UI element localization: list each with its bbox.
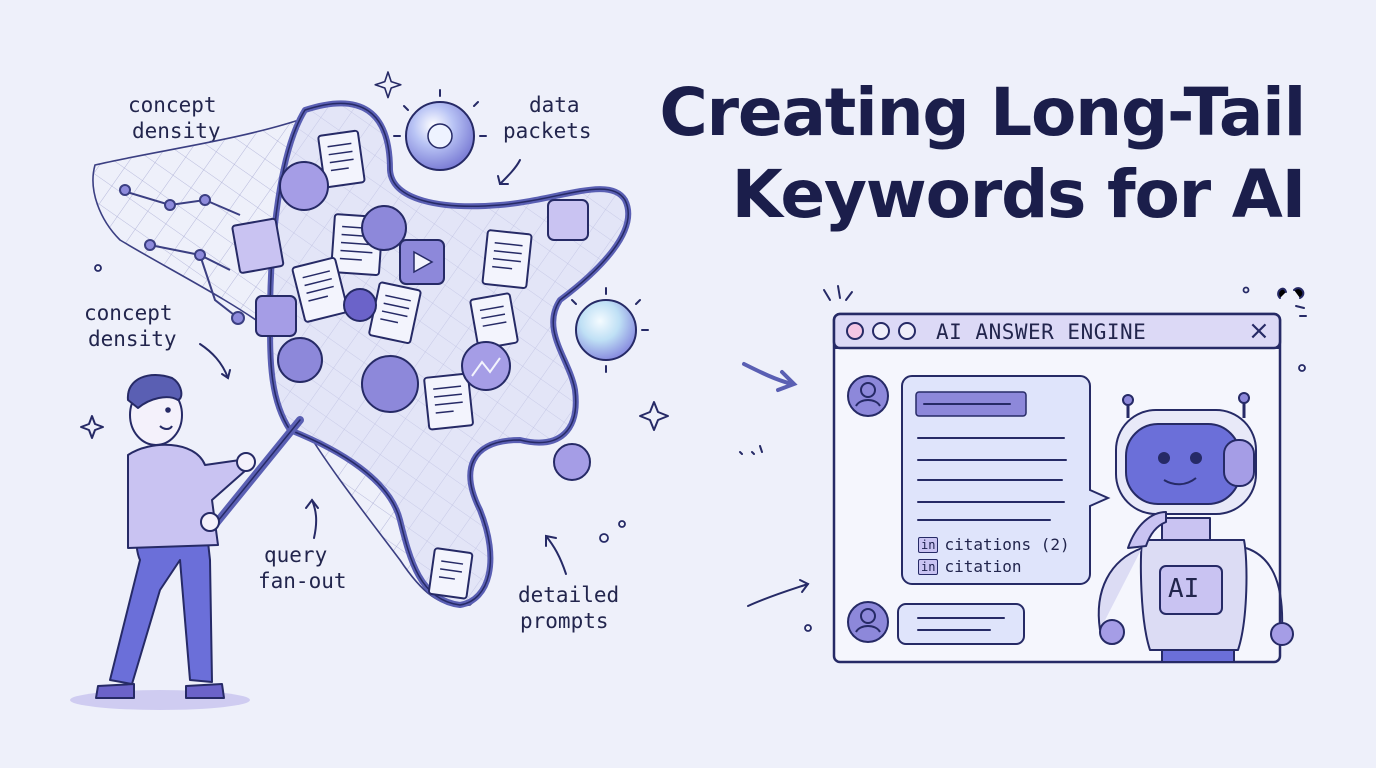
label-line: packets xyxy=(503,119,592,143)
person-figure xyxy=(95,374,256,699)
label-data-packets: data packets xyxy=(503,92,592,144)
label-line: fan-out xyxy=(258,569,347,593)
chat-text-lines xyxy=(917,403,1067,521)
label-line: concept xyxy=(84,301,173,325)
headline: Creating Long-Tail Keywords for AI xyxy=(560,72,1307,236)
label-line: query xyxy=(264,543,328,567)
data-orb-icons xyxy=(255,161,591,481)
arrow-to-window xyxy=(742,362,794,386)
label-concept-density-top: concept density xyxy=(128,92,221,144)
window-dot-minimize[interactable] xyxy=(872,322,890,340)
orb-rays xyxy=(393,89,649,373)
label-line: prompts xyxy=(520,609,609,633)
reply-bubble xyxy=(897,603,1025,645)
data-packet-orbs xyxy=(405,101,637,361)
label-line: data xyxy=(528,93,580,117)
label-line: detailed xyxy=(518,583,620,607)
label-detailed-prompts: detailed prompts xyxy=(518,582,619,634)
headline-line-1: Creating Long-Tail xyxy=(659,74,1306,151)
user-avatar-icons xyxy=(847,375,889,643)
arrow-icons xyxy=(199,159,567,575)
window-title: AI ANSWER ENGINE xyxy=(936,320,1147,344)
label-line: density xyxy=(88,327,177,351)
window-close-button[interactable]: × xyxy=(1248,316,1270,346)
sparkle-icons xyxy=(80,71,669,439)
citation-text: citations (2) xyxy=(944,535,1070,554)
decorative-dots xyxy=(94,264,1306,632)
citation-badge-icon: in xyxy=(918,537,939,553)
window-controls xyxy=(846,322,916,340)
concept-density-nodes xyxy=(119,184,245,325)
arrow-lower xyxy=(747,583,809,607)
label-concept-density-left: concept density xyxy=(84,300,177,352)
window-dot-close[interactable] xyxy=(846,322,864,340)
citation-badge-icon: in xyxy=(918,559,939,575)
label-line: density xyxy=(132,119,221,143)
citation-item[interactable]: in citation xyxy=(918,558,1070,576)
window-dot-zoom[interactable] xyxy=(898,322,916,340)
robot-chest-label: AI xyxy=(1168,574,1200,604)
citation-item[interactable]: in citations (2) xyxy=(918,536,1070,554)
robot-icon xyxy=(1097,392,1294,663)
label-line: concept xyxy=(128,93,217,117)
citation-list: in citations (2) in citation xyxy=(918,536,1070,576)
label-query-fan-out: query fan-out xyxy=(258,542,347,594)
headline-line-2: Keywords for AI xyxy=(731,156,1307,233)
citation-text: citation xyxy=(944,557,1022,576)
